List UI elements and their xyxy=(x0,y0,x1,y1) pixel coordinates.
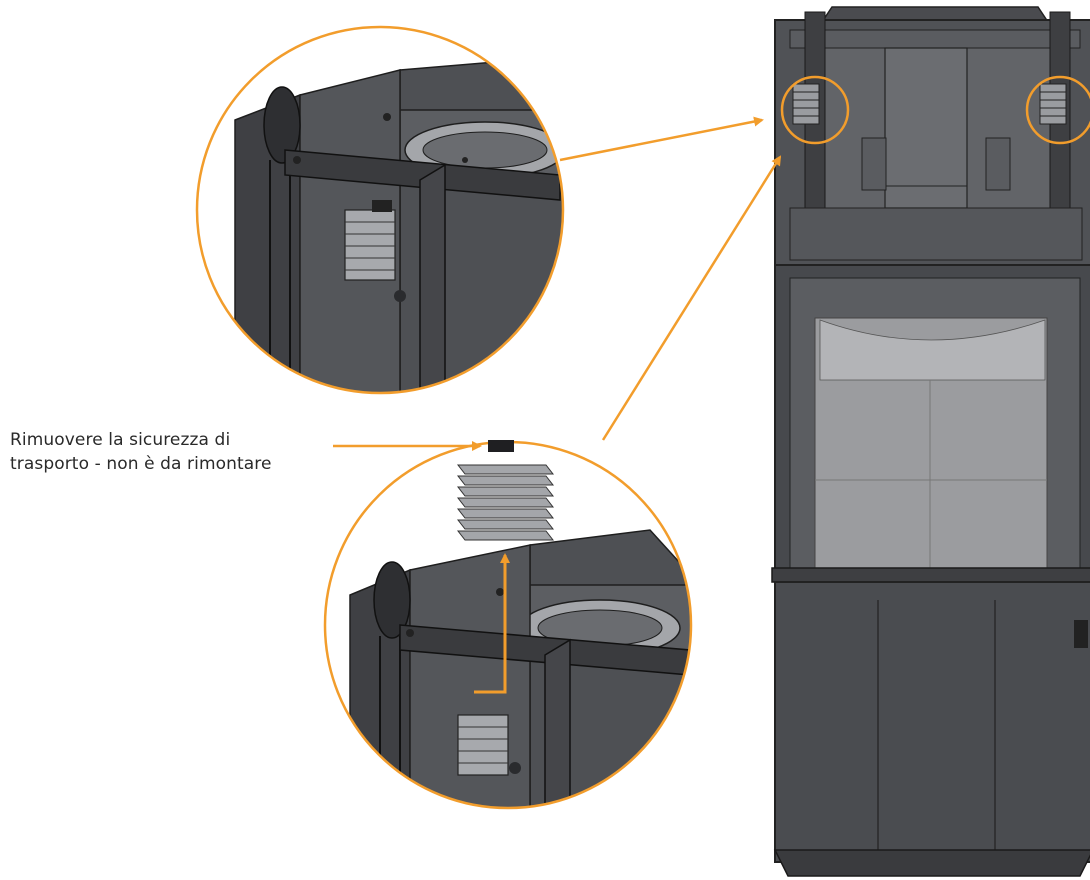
stove-front-view xyxy=(771,6,1090,877)
highlight-left-weight xyxy=(780,75,850,145)
zoom-circle-top-outline xyxy=(195,25,565,395)
right-counterweight xyxy=(1039,83,1067,125)
lower-cabinet xyxy=(774,581,1090,863)
stove-sill xyxy=(771,567,1090,583)
instruction-line-2: trasporto - non è da rimontare xyxy=(10,454,272,474)
weight-plates xyxy=(456,464,555,541)
flue-pipe xyxy=(884,47,968,209)
arrow-top-zoom xyxy=(559,116,764,162)
transport-lock-piece xyxy=(488,440,514,452)
control-knob xyxy=(1074,620,1088,648)
zoom-circle-top xyxy=(195,25,565,395)
zoom-circle-bottom xyxy=(323,440,693,810)
callouts xyxy=(333,75,1090,451)
lift-path-arrow xyxy=(474,553,510,694)
highlight-right-weight xyxy=(1025,75,1090,145)
stove-base xyxy=(773,849,1090,877)
instruction-line-1: Rimuovere la sicurezza di xyxy=(10,430,231,450)
exploded-counterweights xyxy=(456,440,555,541)
arrow-bottom-zoom xyxy=(601,155,782,441)
left-counterweight xyxy=(792,83,820,125)
instruction-label: Rimuovere la sicurezza di trasporto - no… xyxy=(10,428,340,476)
